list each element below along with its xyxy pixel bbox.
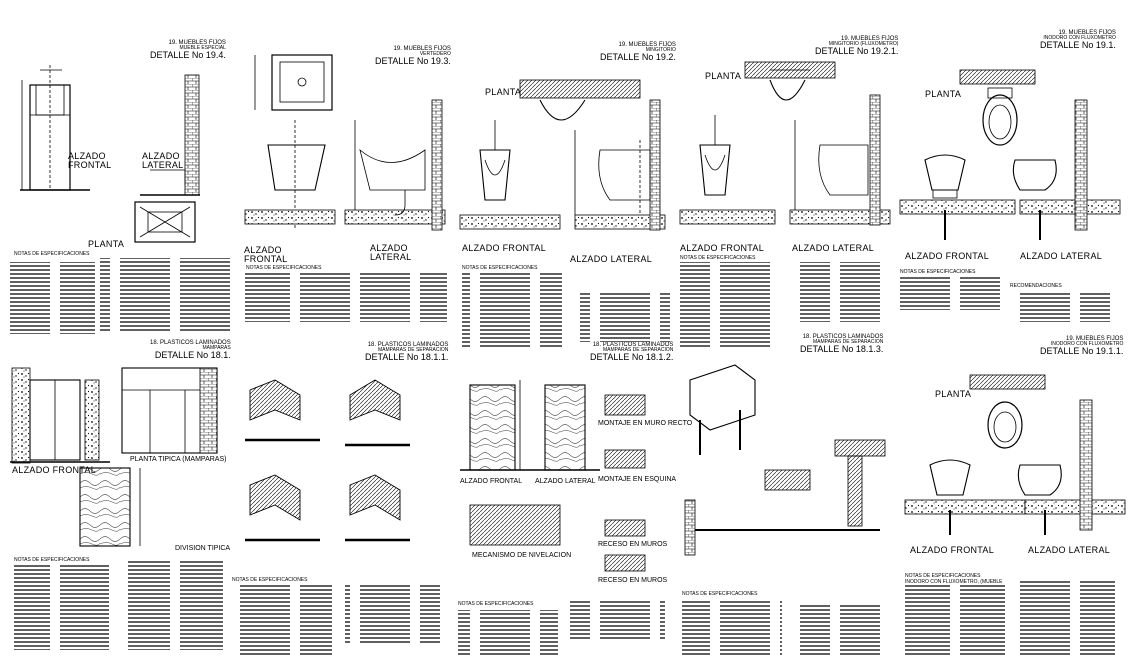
header-18-1-1: 18. PLASTICOS LAMINADOS MAMPARAS DE SEPA… bbox=[365, 342, 449, 362]
header-18-1-3: 18. PLASTICOS LAMINADOS MAMPARAS DE SEPA… bbox=[800, 334, 884, 354]
view-planta-19-2: PLANTA bbox=[485, 87, 522, 97]
detail-19-1 bbox=[899, 69, 1121, 240]
view-planta-19-1-1: PLANTA bbox=[935, 389, 972, 399]
notes-heading-19-4: NOTAS DE ESPECIFICACIONES bbox=[14, 251, 90, 257]
detail-18-1-2 bbox=[460, 380, 646, 572]
view-lateral-19-2-1: ALZADO LATERAL bbox=[792, 243, 875, 253]
view-planta-19-2-1: PLANTA bbox=[705, 71, 742, 81]
detail-18-1-1 bbox=[245, 379, 410, 542]
notes-heading-19-2-1: NOTAS DE ESPECIFICACIONES bbox=[680, 255, 756, 261]
view-montaje-esquina: MONTAJE EN ESQUINA bbox=[598, 476, 677, 483]
view-frontal-19-1: ALZADO FRONTAL bbox=[905, 251, 990, 261]
view-frontal-19-2: ALZADO FRONTAL bbox=[462, 243, 547, 253]
view-lateral-18-1-2: ALZADO LATERAL bbox=[535, 478, 596, 485]
view-receso-1: RECESO EN MUROS bbox=[598, 541, 668, 548]
view-planta-19-1: PLANTA bbox=[925, 89, 962, 99]
header-19-4: 19. MUEBLES FIJOS MUEBLE ESPECIAL DETALL… bbox=[150, 40, 226, 60]
view-planta-19-4: PLANTA bbox=[88, 239, 125, 249]
notes-heading-18-1-3: NOTAS DE ESPECIFICACIONES bbox=[682, 591, 758, 597]
view-division-tipica: DIVISION TIPICA bbox=[175, 545, 231, 552]
header-19-3: 19. MUEBLES FIJOS VERTEDERO DETALLE No 1… bbox=[375, 46, 451, 66]
notes-heading-18-1: NOTAS DE ESPECIFICACIONES bbox=[14, 557, 90, 563]
detail-19-2 bbox=[459, 79, 666, 231]
view-lateral-19-1-1: ALZADO LATERAL bbox=[1028, 545, 1111, 555]
detail-18-1 bbox=[10, 367, 218, 547]
detail-19-1-1 bbox=[904, 374, 1126, 535]
notes-heading-19-3: NOTAS DE ESPECIFICACIONES bbox=[246, 265, 322, 271]
detail-19-3 bbox=[244, 54, 446, 231]
header-19-1: 19. MUEBLES FIJOS INODORO CON FLUXOMETRO… bbox=[1040, 30, 1116, 50]
notes-sub-19-1-1: INODORO CON FLUXOMETRO, (MUEBLE bbox=[905, 579, 1003, 585]
view-lateral-19-1: ALZADO LATERAL bbox=[1020, 251, 1103, 261]
detail-19-4 bbox=[20, 65, 200, 243]
view-mecanismo: MECANISMO DE NIVELACION bbox=[472, 552, 572, 559]
view-montaje-recto: MONTAJE EN MURO RECTO bbox=[598, 420, 693, 427]
notes-heading-18-1-2: NOTAS DE ESPECIFICACIONES bbox=[458, 601, 534, 607]
view-frontal-19-2-1: ALZADO FRONTAL bbox=[680, 243, 765, 253]
detail-19-2-1 bbox=[679, 61, 891, 226]
notes-heading-19-1-1: NOTAS DE ESPECIFICACIONES bbox=[905, 573, 981, 579]
detail-18-1-3 bbox=[684, 364, 886, 556]
notes-heading-19-2: NOTAS DE ESPECIFICACIONES bbox=[462, 265, 538, 271]
view-frontal-18-1: ALZADO FRONTAL bbox=[12, 465, 97, 475]
header-19-2-1: 19. MUEBLES FIJOS MINGITORIO (FLUXOMETRO… bbox=[815, 36, 899, 56]
notes-heading-18-1-1: NOTAS DE ESPECIFICACIONES bbox=[232, 577, 308, 583]
header-18-1-2: 18. PLASTICOS LAMINADOS MAMPARAS DE SEPA… bbox=[590, 342, 674, 362]
notes-reco-19-1: RECOMENDACIONES bbox=[1010, 283, 1062, 289]
view-frontal-18-1-2: ALZADO FRONTAL bbox=[460, 478, 523, 485]
view-planta-tipica: PLANTA TIPICA (MAMPARAS) bbox=[130, 456, 227, 463]
header-19-2: 19. MUEBLES FIJOS MINGITORIO DETALLE No … bbox=[600, 42, 676, 62]
notes-heading-19-1: NOTAS DE ESPECIFICACIONES bbox=[900, 269, 976, 275]
view-receso-2: RECESO EN MUROS bbox=[598, 577, 668, 584]
view-frontal-19-1-1: ALZADO FRONTAL bbox=[910, 545, 995, 555]
view-lateral-19-2: ALZADO LATERAL bbox=[570, 254, 653, 264]
header-18-1: 18. PLASTICOS LAMINADOS MAMPARAS DETALLE… bbox=[150, 340, 231, 360]
header-19-1-1: 19. MUEBLES FIJOS INODORO CON FLUXOMETRO… bbox=[1040, 336, 1124, 356]
